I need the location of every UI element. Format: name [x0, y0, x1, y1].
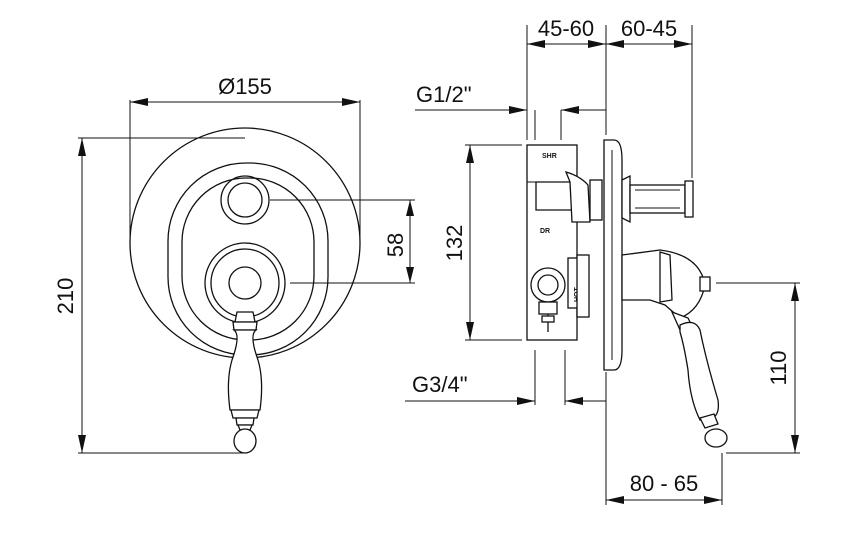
side-lever	[621, 249, 728, 448]
inlet-connector	[530, 267, 566, 303]
side-view: SHR DR HOT	[405, 16, 800, 505]
dim-inlet-bottom: G3/4"	[412, 372, 468, 397]
label-shower: SHR	[542, 153, 557, 160]
label-diverter: DR	[540, 228, 550, 235]
valve-body	[526, 144, 578, 341]
mixer-hub-mid	[210, 248, 280, 318]
mixer-hub-inner	[228, 266, 262, 300]
side-diverter-knob	[621, 174, 694, 224]
dim-lever-height: 110	[766, 350, 791, 385]
front-view: Ø155 210 58	[53, 74, 415, 454]
dim-depth-right: 60-45	[621, 16, 677, 41]
dim-total-height: 210	[53, 278, 78, 315]
wall-plate	[603, 139, 623, 371]
diverter-knob-outer	[220, 175, 270, 225]
mixer-hub-outer	[204, 242, 286, 324]
diverter-knob-inner	[227, 182, 263, 218]
dim-depth-left: 45-60	[538, 16, 594, 41]
dim-hole-spacing: 58	[383, 233, 408, 257]
dim-inlet-top: G1/2"	[416, 82, 472, 107]
dim-body-height: 132	[442, 225, 467, 262]
dim-projection: 80 - 65	[630, 471, 699, 496]
dim-diameter: Ø155	[218, 74, 272, 99]
front-lever	[227, 311, 263, 454]
